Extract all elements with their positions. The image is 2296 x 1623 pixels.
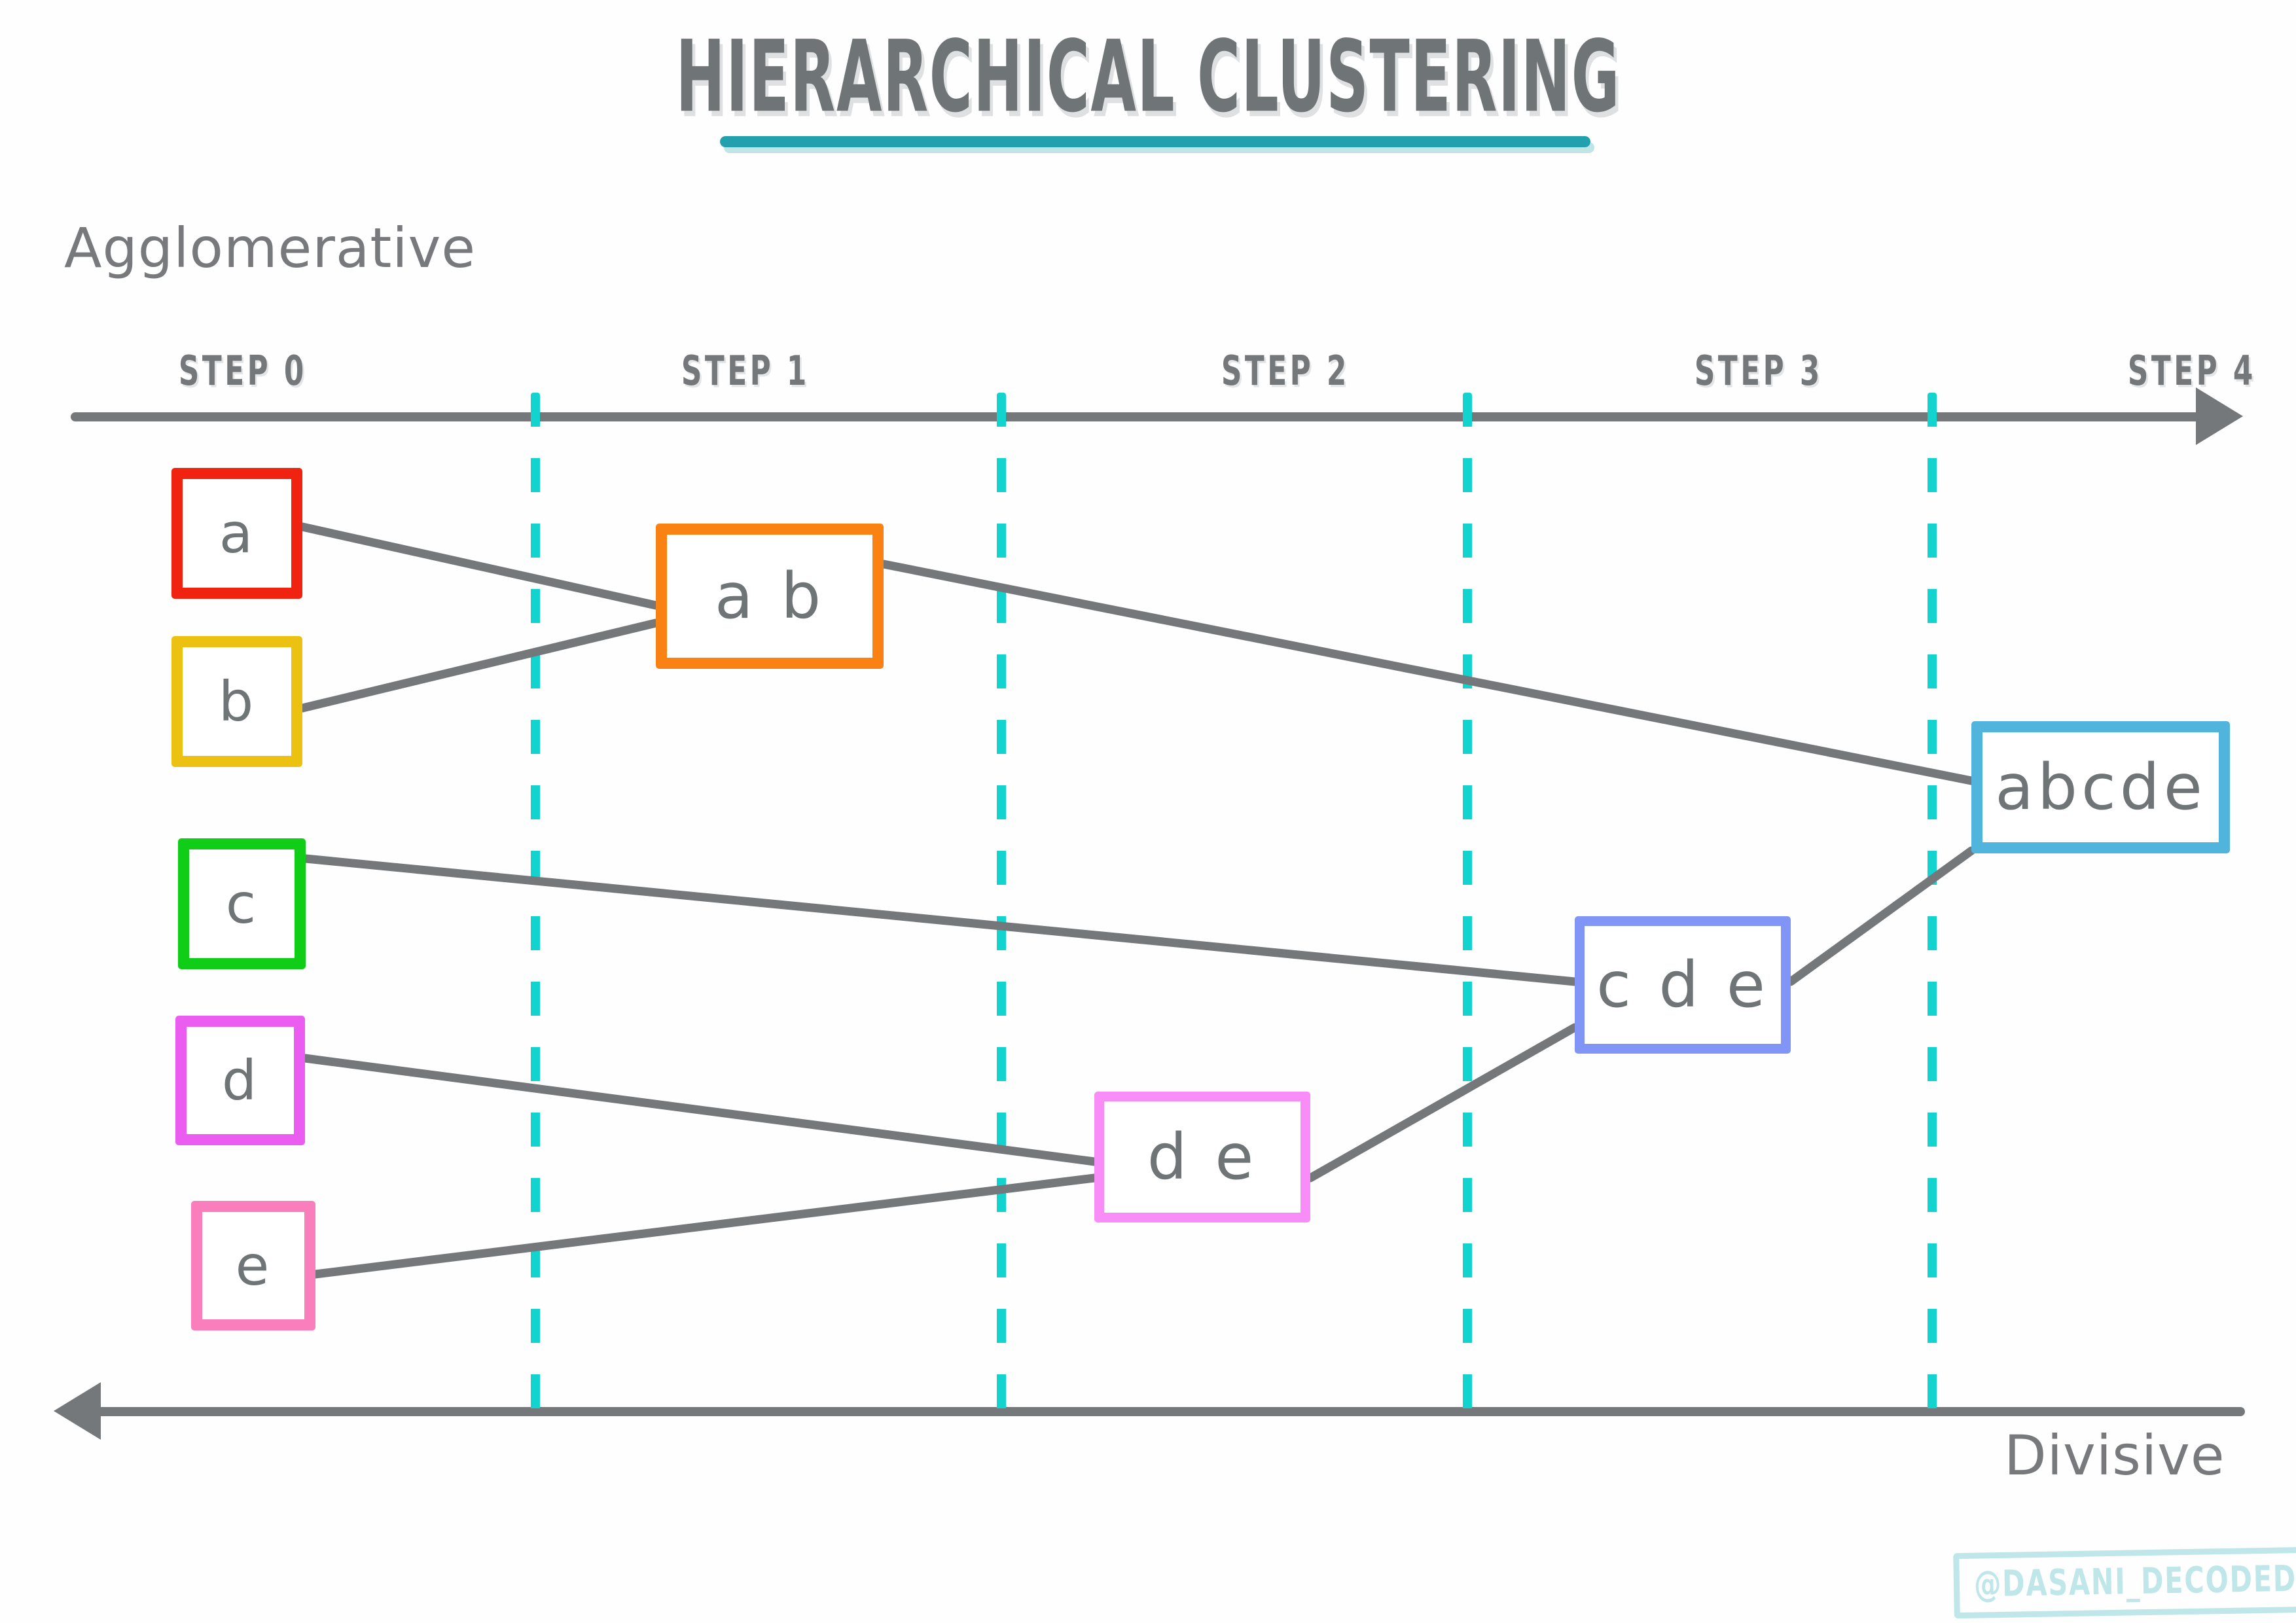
node-e[interactable]: e bbox=[191, 1201, 315, 1330]
link-b-ab bbox=[298, 618, 660, 713]
node-abcde[interactable]: abcde bbox=[1971, 721, 2230, 853]
node-label-c: c bbox=[225, 872, 259, 936]
divisive-axis-line bbox=[85, 1407, 2245, 1416]
node-label-b: b bbox=[218, 669, 256, 734]
node-label-e: e bbox=[235, 1234, 272, 1298]
link-ab-abcde bbox=[879, 560, 1976, 785]
link-cde-abcde bbox=[1786, 846, 1976, 986]
step-label-step-3: STEP 3 bbox=[1694, 347, 1823, 395]
agglomerative-axis-line bbox=[71, 412, 2217, 421]
node-label-ab: a b bbox=[714, 560, 825, 633]
link-de-cde bbox=[1306, 1023, 1579, 1183]
step-label-step-1: STEP 1 bbox=[681, 347, 810, 395]
step-separator-3 bbox=[1928, 393, 1937, 1440]
watermark: @DASANI_DECODED bbox=[1953, 1546, 2296, 1619]
divisive-arrow-icon bbox=[54, 1382, 101, 1440]
node-cde[interactable]: c d e bbox=[1575, 916, 1791, 1054]
step-label-step-0: STEP 0 bbox=[178, 347, 307, 395]
node-ab[interactable]: a b bbox=[656, 524, 884, 669]
agglomerative-label: Agglomerative bbox=[64, 216, 476, 280]
page-title: HIERARCHICAL CLUSTERING bbox=[675, 20, 1621, 135]
node-label-a: a bbox=[219, 501, 255, 565]
link-e-de bbox=[311, 1173, 1099, 1279]
node-c[interactable]: c bbox=[178, 838, 306, 969]
link-a-ab bbox=[298, 522, 660, 610]
step-label-step-4: STEP 4 bbox=[2127, 347, 2256, 395]
node-a[interactable]: a bbox=[171, 468, 302, 599]
node-label-d: d bbox=[221, 1048, 259, 1113]
agglomerative-arrow-icon bbox=[2196, 387, 2243, 445]
title-container: HIERARCHICAL CLUSTERING bbox=[0, 20, 2296, 135]
watermark-handle: @DASANI_DECODED bbox=[1973, 1558, 2296, 1605]
node-b[interactable]: b bbox=[171, 636, 302, 767]
divisive-label: Divisive bbox=[2004, 1423, 2225, 1488]
node-d[interactable]: d bbox=[175, 1016, 305, 1145]
step-label-step-2: STEP 2 bbox=[1221, 347, 1350, 395]
step-separator-0 bbox=[531, 393, 540, 1440]
title-underline bbox=[720, 136, 1590, 147]
node-label-abcde: abcde bbox=[1995, 751, 2206, 824]
step-separator-2 bbox=[1463, 393, 1472, 1440]
link-c-cde bbox=[301, 854, 1579, 986]
step-separator-1 bbox=[997, 393, 1006, 1440]
node-label-de: d e bbox=[1147, 1120, 1258, 1194]
node-de[interactable]: d e bbox=[1094, 1092, 1310, 1222]
link-d-de bbox=[300, 1054, 1099, 1166]
node-label-cde: c d e bbox=[1596, 948, 1769, 1022]
